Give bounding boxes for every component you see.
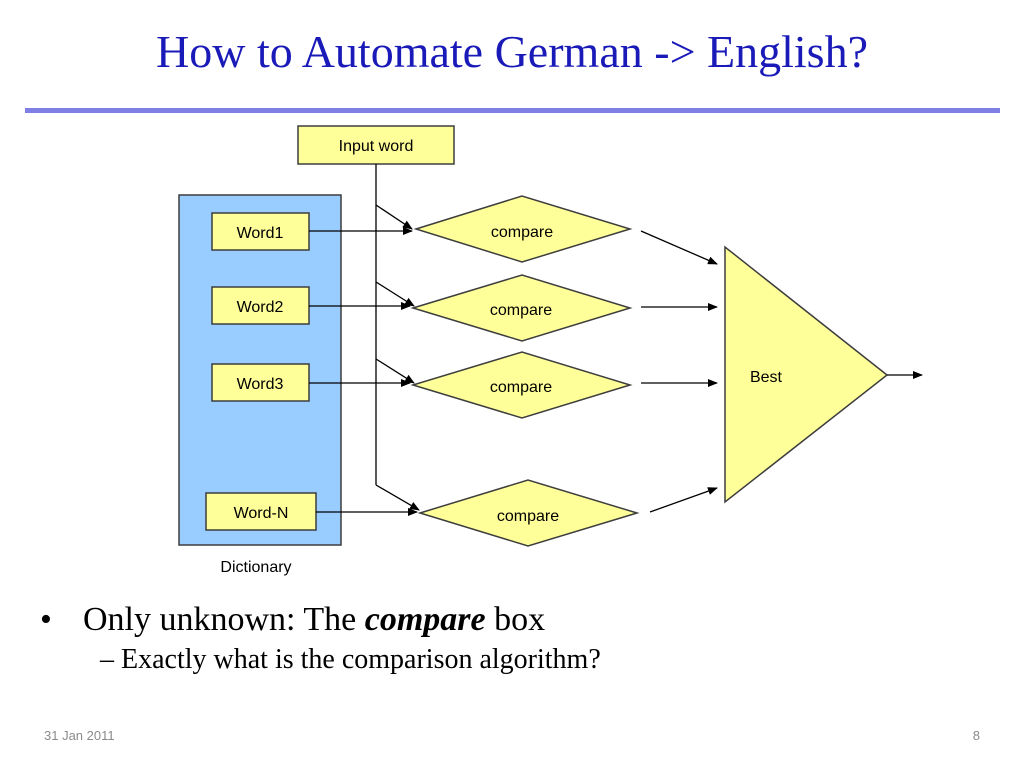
title-underline <box>25 108 1000 113</box>
slide-title: How to Automate German -> English? <box>156 26 868 77</box>
compare-diamond-n <box>417 479 640 547</box>
bullet-main-text: Only unknown: The compare box <box>83 598 545 642</box>
best-label: Best <box>750 369 783 386</box>
word-label-1: Word1 <box>237 225 284 242</box>
arrow-compare1-best <box>640 230 718 265</box>
arrow-input-compare-n <box>375 484 420 511</box>
bullet-main-emphasis: compare <box>364 601 486 638</box>
bullet-main-suffix: box <box>494 601 546 638</box>
word-label-2: Word2 <box>237 299 284 316</box>
compare-diamond-2 <box>410 274 633 342</box>
word-label-n: Word-N <box>234 505 289 522</box>
compare-label-1: compare <box>491 224 553 241</box>
page-number: 8 <box>972 728 980 743</box>
bullet-sub-text: Exactly what is the comparison algorithm… <box>121 644 601 675</box>
word-box-3 <box>211 363 310 402</box>
compare-label-n: compare <box>497 508 559 525</box>
bullet-dot: • <box>40 601 52 638</box>
sub-bullet-dash: – <box>100 644 114 675</box>
compare-diamond-1 <box>413 195 633 263</box>
footer-date: 31 Jan 2011 <box>44 728 115 743</box>
word-box-1 <box>211 212 310 251</box>
word-box-2 <box>211 286 310 325</box>
bullet-list: • Only unknown: The compare box – Exactl… <box>40 598 980 678</box>
dictionary-label: Dictionary <box>220 559 291 576</box>
word-label-3: Word3 <box>237 376 284 393</box>
arrow-input-compare-1 <box>375 204 413 230</box>
best-selector <box>724 245 889 504</box>
compare-label-3: compare <box>490 379 552 396</box>
bullet-sub: – Exactly what is the comparison algorit… <box>40 642 980 678</box>
bullet-main: • Only unknown: The compare box <box>40 598 980 642</box>
bullet-main-prefix: Only unknown: The <box>83 601 357 638</box>
arrow-comparen-best <box>649 487 718 513</box>
arrow-input-compare-3 <box>375 358 415 384</box>
compare-diamond-3 <box>410 351 633 419</box>
arrow-input-compare-2 <box>375 281 415 307</box>
compare-label-2: compare <box>490 302 552 319</box>
input-word-label: Input word <box>339 138 414 155</box>
